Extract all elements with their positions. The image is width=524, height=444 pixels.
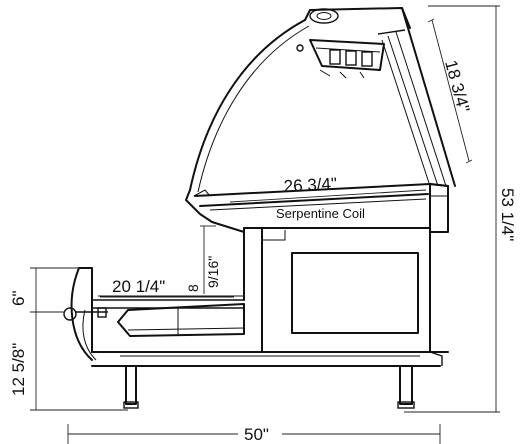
dim-deck-height-fraction: 9/16" [205, 256, 221, 288]
case-outline [63, 7, 456, 409]
dimension-lines [30, 5, 500, 444]
overhead-heat-lamps [296, 8, 385, 79]
dim-overall-height: 53 1/4" [498, 188, 517, 241]
dim-overall-width: 50" [244, 425, 269, 444]
dim-front-rise: 6" [9, 291, 28, 307]
dim-base-height: 12 5/8" [9, 343, 28, 396]
dim-lower-deck-depth: 20 1/4" [112, 277, 165, 296]
dim-glass-height: 18 3/4" [441, 58, 473, 114]
serpentine-coil-label: Serpentine Coil [276, 206, 365, 221]
dim-top-shelf-depth: 26 3/4" [283, 174, 337, 196]
dim-deck-height-whole: 8 [185, 284, 201, 292]
